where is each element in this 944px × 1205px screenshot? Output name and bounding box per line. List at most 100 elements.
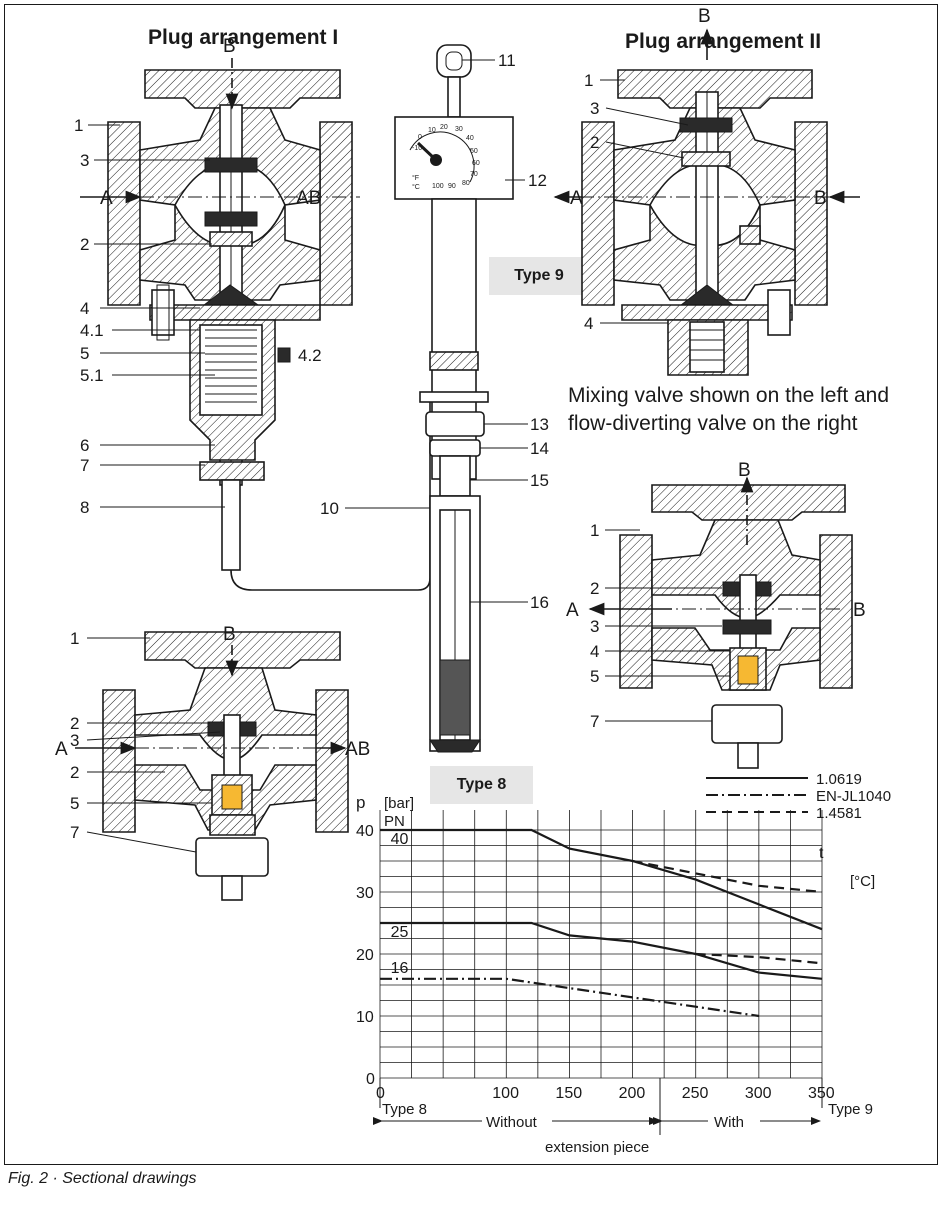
chart-series <box>380 828 823 1018</box>
note-line-2: flow-diverting valve on the right <box>568 412 858 435</box>
callout-2-mr: 2 <box>590 579 599 598</box>
callout-13: 13 <box>530 415 549 434</box>
callout-7-mr: 7 <box>590 712 599 731</box>
y-tick-label: 20 <box>356 947 374 964</box>
range-with: With <box>714 1114 744 1131</box>
port-label-b-4: B <box>223 624 236 645</box>
callout-7-bl: 7 <box>70 823 79 842</box>
callout-4-tr: 4 <box>584 314 593 333</box>
svg-text:0: 0 <box>418 134 422 141</box>
callout-10: 10 <box>320 499 339 518</box>
y-tick-label: 40 <box>356 823 374 840</box>
callout-12: 12 <box>528 171 547 190</box>
x-tick-label: 150 <box>555 1085 582 1102</box>
callout-3-mr: 3 <box>590 617 599 636</box>
valve-middle-right <box>588 476 853 769</box>
callout-4-tl: 4 <box>80 299 89 318</box>
svg-text:30: 30 <box>455 126 463 133</box>
y-tick-label: 30 <box>356 885 374 902</box>
bellows <box>205 329 257 403</box>
svg-text:40: 40 <box>466 135 474 142</box>
chart-range-annotations: Type 8 Type 9 Without With extension pie… <box>373 1078 873 1156</box>
callout-4-mr: 4 <box>590 642 599 661</box>
pn-label: 25 <box>391 924 409 941</box>
port-label-a-4: A <box>55 739 68 760</box>
range-type-9: Type 9 <box>828 1101 873 1118</box>
x-tick-label: 350 <box>808 1085 835 1102</box>
x-tick-label: 100 <box>492 1085 519 1102</box>
port-label-b-6: B <box>853 600 866 621</box>
y-axis-label: p <box>356 793 365 812</box>
callout-5-bl: 5 <box>70 794 79 813</box>
valve-top-right <box>553 28 860 376</box>
callout-3-tl: 3 <box>80 151 89 170</box>
port-label-b-2: B <box>698 6 711 27</box>
svg-text:20: 20 <box>440 124 448 131</box>
y-tick-label: 0 <box>366 1071 375 1088</box>
y-tick-label: 10 <box>356 1009 374 1026</box>
callout-5-tl: 5 <box>80 344 89 363</box>
valve-top-left <box>80 58 360 571</box>
x-tick-label: 300 <box>745 1085 772 1102</box>
callout-1-bl: 1 <box>70 629 79 648</box>
range-without: Without <box>486 1114 538 1131</box>
svg-text:90: 90 <box>448 183 456 190</box>
chart-grid <box>379 810 823 1079</box>
pn-label: 40 <box>391 831 409 848</box>
note-line-1: Mixing valve shown on the left and <box>568 384 890 407</box>
callout-2-bl-b: 2 <box>70 763 79 782</box>
svg-text:°C: °C <box>412 183 420 191</box>
type-9-tag: Type 9 <box>489 257 589 295</box>
callout-3-bl: 3 <box>70 731 79 750</box>
series-line-pn25-solid <box>380 921 823 980</box>
callout-2-tl: 2 <box>80 235 89 254</box>
x-axis-label: t <box>819 845 824 862</box>
figure-caption: Fig. 2 · Sectional drawings <box>8 1170 197 1187</box>
callout-3-tr: 3 <box>590 99 599 118</box>
callout-4-2: 4.2 <box>298 346 322 365</box>
callout-1-tr: 1 <box>584 71 593 90</box>
part-callouts: 1 3 2 4 4.1 4.2 5 5.1 6 7 8 10 11 12 13 … <box>70 51 730 853</box>
series-line-pn40-dashed <box>632 859 823 894</box>
port-label-b-1: B <box>223 36 236 57</box>
callout-15: 15 <box>530 471 549 490</box>
range-extension-piece: extension piece <box>545 1139 649 1156</box>
callout-5-1: 5.1 <box>80 366 104 385</box>
callout-1-mr: 1 <box>590 521 599 540</box>
callout-5-mr: 5 <box>590 667 599 686</box>
title-plug-arrangement-2: Plug arrangement II <box>625 30 822 53</box>
x-axis-unit: [°C] <box>850 873 875 890</box>
callout-6: 6 <box>80 436 89 455</box>
pn-header: PN <box>384 813 405 830</box>
series-line-pn25-dashed <box>695 952 823 965</box>
svg-text:60: 60 <box>472 160 480 167</box>
svg-text:°F: °F <box>412 174 419 182</box>
valve-bottom-left <box>75 631 349 901</box>
callout-2-tr: 2 <box>590 133 599 152</box>
figure-frame <box>4 4 938 1165</box>
legend-label: EN-JL1040 <box>816 788 891 805</box>
svg-text:80: 80 <box>462 180 470 187</box>
port-label-b-5: B <box>738 460 751 481</box>
callout-1-tl: 1 <box>74 116 83 135</box>
port-label-a-1: A <box>100 188 113 209</box>
legend-label: 1.0619 <box>816 771 862 788</box>
callout-16: 16 <box>530 593 549 612</box>
legend-label: 1.4581 <box>816 805 862 822</box>
svg-text:10: 10 <box>428 127 436 134</box>
callout-7-tl: 7 <box>80 456 89 475</box>
callout-14: 14 <box>530 439 549 458</box>
callout-11: 11 <box>498 51 516 70</box>
y-axis-unit: [bar] <box>384 795 414 812</box>
svg-text:70: 70 <box>470 171 478 178</box>
thermostat <box>394 44 514 753</box>
callout-8: 8 <box>80 498 89 517</box>
x-tick-label: 200 <box>619 1085 646 1102</box>
svg-text:100: 100 <box>432 183 444 190</box>
thermometer-scale: -10 0 10 20 30 40 50 60 70 80 90 100 °F … <box>412 124 480 191</box>
